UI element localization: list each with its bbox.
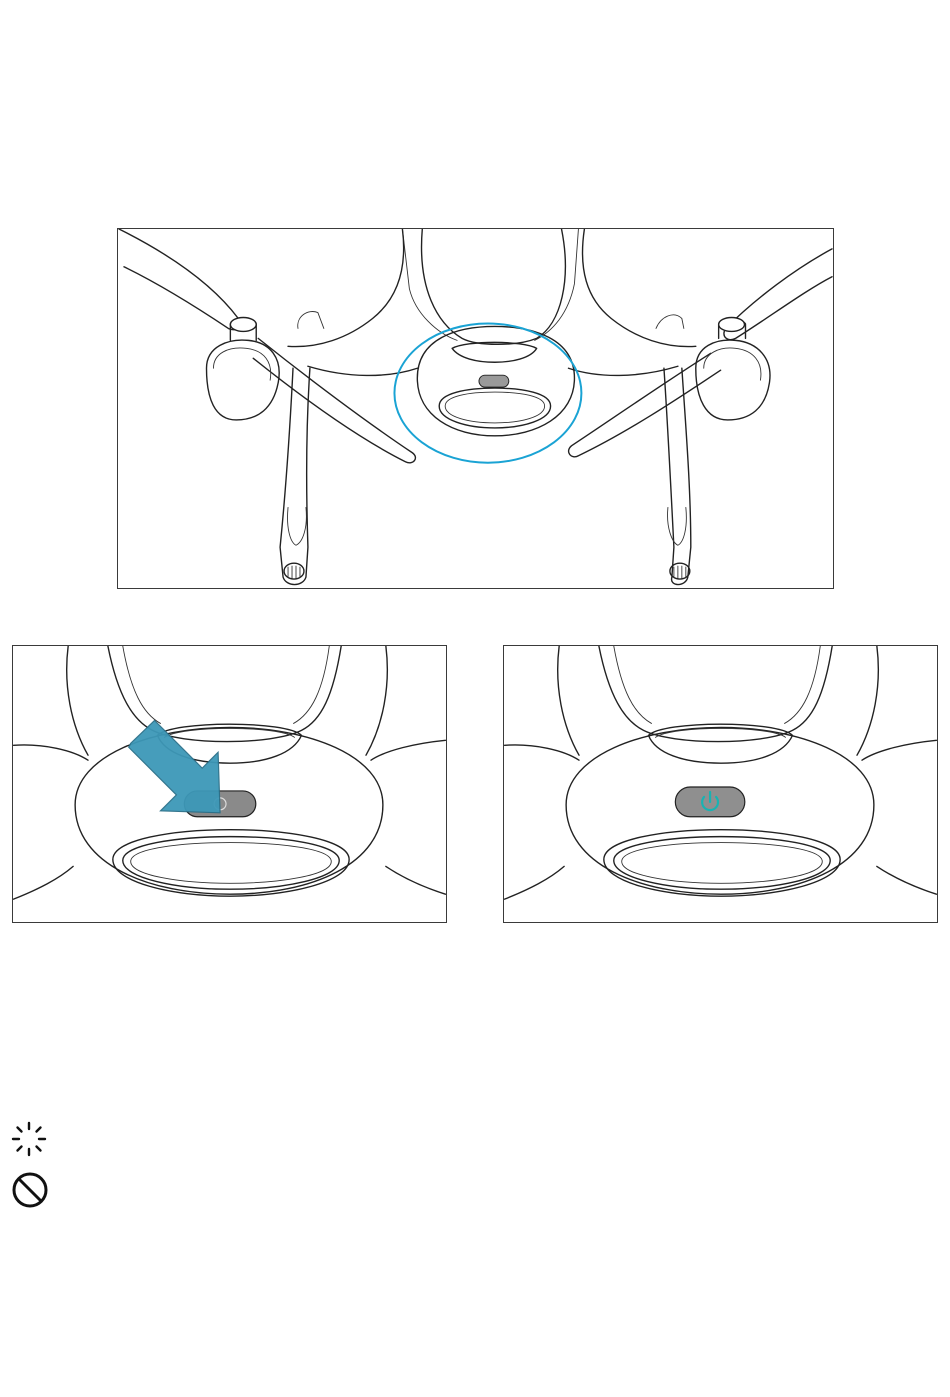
nose-closeup-press-drawing xyxy=(13,646,446,922)
drone-overview-figure xyxy=(117,228,834,589)
nose-closeup-lit-drawing xyxy=(504,646,937,922)
press-power-button-figure xyxy=(12,645,447,923)
press-arrow xyxy=(129,720,220,812)
drone-front-view-drawing xyxy=(118,229,833,588)
blinking-light-icon xyxy=(10,1120,48,1158)
prohibited-icon xyxy=(10,1170,50,1210)
power-button-lit-figure xyxy=(503,645,938,923)
power-button-small xyxy=(479,375,509,387)
